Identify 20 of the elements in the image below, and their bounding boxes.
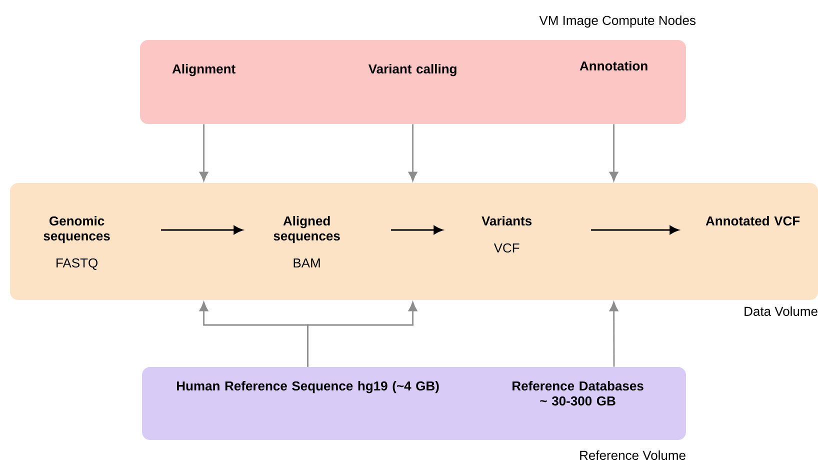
arrow	[591, 226, 679, 234]
arrow	[199, 124, 208, 182]
data-item: Aligned sequences BAM	[274, 216, 340, 268]
data-item: Genomic sequences FASTQ	[44, 216, 110, 270]
arrow	[161, 226, 243, 234]
arrow	[391, 226, 443, 234]
data-item: Variants VCF	[482, 216, 532, 253]
reference-item: Human Reference Sequence hg19 (~4 GB)	[177, 381, 439, 394]
step-label: Alignment	[172, 64, 236, 76]
node-label: Data Volume	[744, 306, 818, 316]
data-item: Annotated VCF	[706, 216, 800, 226]
arrow	[609, 124, 618, 182]
arrow	[610, 302, 618, 367]
step-label: Annotation	[580, 61, 648, 71]
arrow	[307, 302, 418, 367]
arrow	[408, 124, 418, 182]
step-label: Variant calling	[368, 64, 456, 76]
reference-item: Reference Databases ~ 30-300 GB	[512, 381, 644, 406]
node-label: Reference Volume	[580, 450, 686, 460]
node-label: VM Image Compute Nodes	[539, 15, 696, 28]
